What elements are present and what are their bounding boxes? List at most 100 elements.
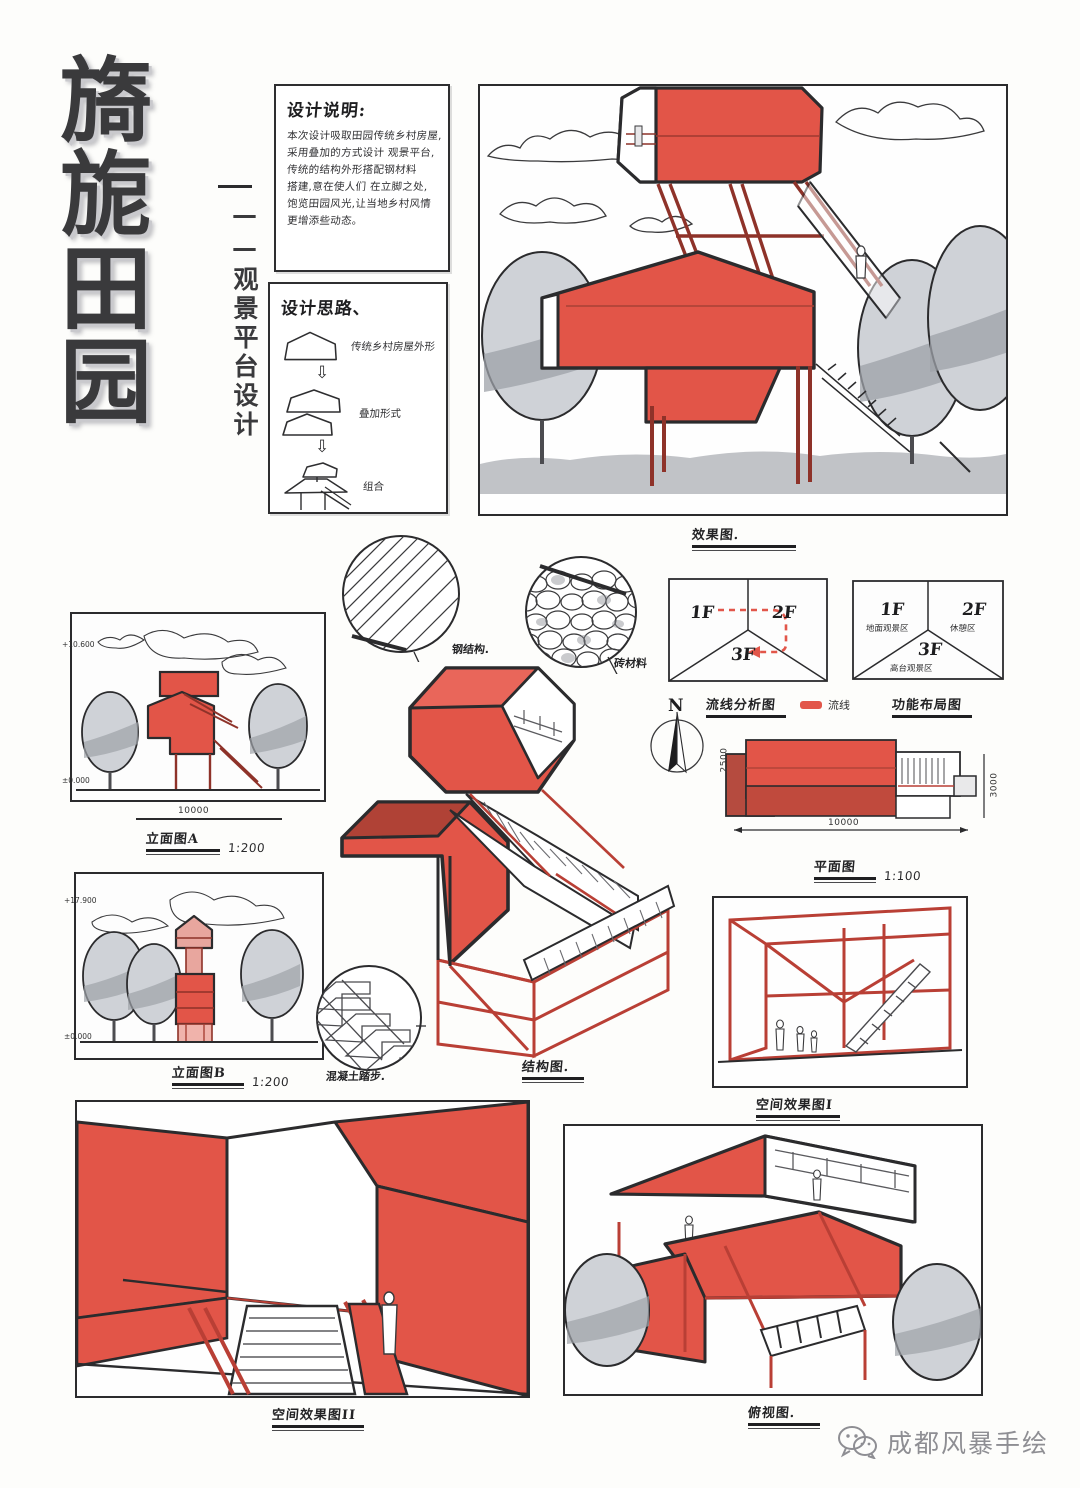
- design-idea-label: 组合: [362, 480, 385, 493]
- figure-on-ramp: [855, 245, 867, 279]
- design-note-line: 更增添些动态。: [286, 215, 364, 227]
- function-floor-1f: 1F: [878, 600, 905, 620]
- elevation-b-caption-wrap: 立面图B 1:200: [171, 1062, 290, 1090]
- combined-platform-icon: [284, 462, 352, 510]
- topview-figures: [684, 1169, 822, 1249]
- stacked-house-icon: [282, 389, 341, 436]
- elevation-a-caption: 立面图A: [145, 832, 200, 847]
- elevation-a-level-base: ±0.000: [62, 776, 90, 785]
- upper-volume: [616, 86, 824, 184]
- function-caption-wrap: 功能布局图: [891, 694, 972, 718]
- top-view-frame: [563, 1124, 983, 1396]
- page-title: 旖 旎 田 园: [60, 47, 270, 437]
- watermark: 成都风暴手绘: [838, 1424, 1049, 1460]
- design-idea-step-2: 叠加形式: [281, 386, 435, 440]
- main-render-caption-wrap: 效果图.: [691, 524, 802, 552]
- steel-structure-detail-label: 钢结构.: [451, 643, 490, 656]
- space-render-2-drawing: [77, 1102, 528, 1396]
- axo-columns: [436, 856, 452, 966]
- function-zone-1f: 地面观景区: [865, 624, 909, 634]
- space2-center-stair: [227, 1304, 357, 1396]
- main-render-frame: [478, 84, 1008, 516]
- house-outline-icon: [284, 331, 337, 361]
- stair-detail-label: 混凝土踏步.: [325, 1070, 386, 1083]
- elevation-a-level-top: +10.600: [62, 640, 95, 649]
- plan-caption-wrap: 平面图 1:100: [813, 856, 922, 884]
- space1-red-frame: [728, 906, 952, 1062]
- space2-figure: [381, 1291, 398, 1355]
- lower-volume: [540, 250, 816, 424]
- steel-structure-detail-circle: [342, 535, 460, 662]
- subtitle: ——观景平台设计: [230, 200, 259, 440]
- plan-dim-length: 10000: [828, 818, 860, 828]
- topview-tree-right: [892, 1263, 981, 1381]
- elevation-b-frame: [74, 872, 324, 1060]
- topview-tree-left: [565, 1253, 650, 1367]
- design-note-box: 设计说明: 本次设计吸取田园传统乡村房屋, 采用叠加的方式设计 观景平台, 传统…: [274, 84, 450, 272]
- design-note-line: 采用叠加的方式设计 观景平台,: [286, 147, 436, 159]
- space1-stair: [844, 963, 932, 1053]
- circulation-caption-wrap: 流线分析图: [705, 694, 786, 718]
- circulation-legend-swatch: [800, 701, 822, 709]
- elevation-a-caption-wrap: 立面图A 1:200: [145, 828, 306, 856]
- elevation-b-level-top: +17.900: [64, 896, 97, 905]
- function-diagram-drawing: [852, 580, 1004, 680]
- space-render-2-frame: [75, 1100, 530, 1398]
- top-view-caption-wrap: 俯视图.: [747, 1402, 820, 1430]
- function-zone-3f: 高台观景区: [889, 664, 933, 674]
- elevation-b-level-base: ±0.000: [64, 1032, 92, 1041]
- design-idea-heading: 设计思路、: [279, 299, 372, 319]
- elevation-a-dim-line: [136, 818, 282, 820]
- title-char-4: 园: [60, 328, 155, 437]
- stilt-columns: [650, 366, 812, 486]
- space-render-2-caption: 空间效果图II: [271, 1408, 357, 1423]
- stone-material-detail-circle: [525, 556, 637, 674]
- stair-detail: [312, 962, 426, 1076]
- circulation-floor-2f: 2F: [770, 603, 797, 623]
- design-note-heading: 设计说明:: [285, 101, 367, 121]
- circulation-floor-1f: 1F: [688, 603, 715, 623]
- design-idea-label: 传统乡村房屋外形: [350, 340, 436, 353]
- upper-ramp: [796, 180, 902, 320]
- circulation-caption: 流线分析图: [705, 698, 777, 713]
- wechat-icon: [838, 1426, 877, 1459]
- space-render-1-caption: 空间效果图I: [755, 1098, 834, 1113]
- function-floor-3f: 3F: [916, 640, 943, 660]
- steel-structure-detail: [336, 532, 466, 662]
- function-floor-2f: 2F: [960, 600, 987, 620]
- stair-detail-circle: [316, 965, 426, 1071]
- stone-material-detail: [518, 552, 644, 674]
- space-render-2-caption-wrap: 空间效果图II: [271, 1404, 364, 1432]
- lower-red-truss: [436, 907, 670, 1059]
- elevation-a-dim-width: 10000: [178, 806, 210, 816]
- design-note-line: 搭建,意在使人们 在立脚之处,: [286, 181, 428, 193]
- tree-right-2: [927, 225, 1006, 411]
- design-idea-label: 叠加形式: [358, 407, 402, 420]
- elevation-b-drawing: [76, 874, 322, 1058]
- arrow-down-icon-1: ⇩: [315, 363, 330, 383]
- space-render-1-frame: [712, 896, 968, 1088]
- space-render-1-caption-wrap: 空间效果图I: [755, 1094, 840, 1122]
- circulation-legend-label: 流线: [827, 699, 851, 712]
- watermark-text: 成都风暴手绘: [887, 1429, 1050, 1458]
- elevation-a-scale: 1:200: [227, 841, 266, 856]
- elevation-b-caption: 立面图B: [171, 1066, 227, 1081]
- title-char-1: 旖: [60, 47, 155, 155]
- plan-caption: 平面图: [813, 860, 857, 875]
- title-divider: [218, 185, 252, 188]
- top-view-caption: 俯视图.: [747, 1406, 797, 1421]
- circulation-diagram: [668, 578, 828, 682]
- design-note-line: 饱览田园风光,让当地乡村风情: [286, 198, 432, 210]
- lower-stair-treads: [543, 901, 663, 975]
- circulation-diagram-drawing: [668, 578, 828, 682]
- upper-stair-treads: [483, 801, 631, 899]
- plan-drawing-wrap: [722, 730, 992, 840]
- compass-label: N: [668, 696, 684, 716]
- lower-stair: [815, 363, 911, 453]
- plan-dim-depth-left: 2500: [719, 747, 730, 773]
- space1-figures: [775, 1019, 818, 1053]
- axonometric-drawing: [340, 666, 676, 1059]
- design-idea-box: 设计思路、 传统乡村房屋外形 ⇩ 叠加形式 ⇩: [268, 282, 448, 514]
- lower-stair-stringer: [522, 884, 676, 982]
- main-render-caption: 效果图.: [691, 528, 741, 543]
